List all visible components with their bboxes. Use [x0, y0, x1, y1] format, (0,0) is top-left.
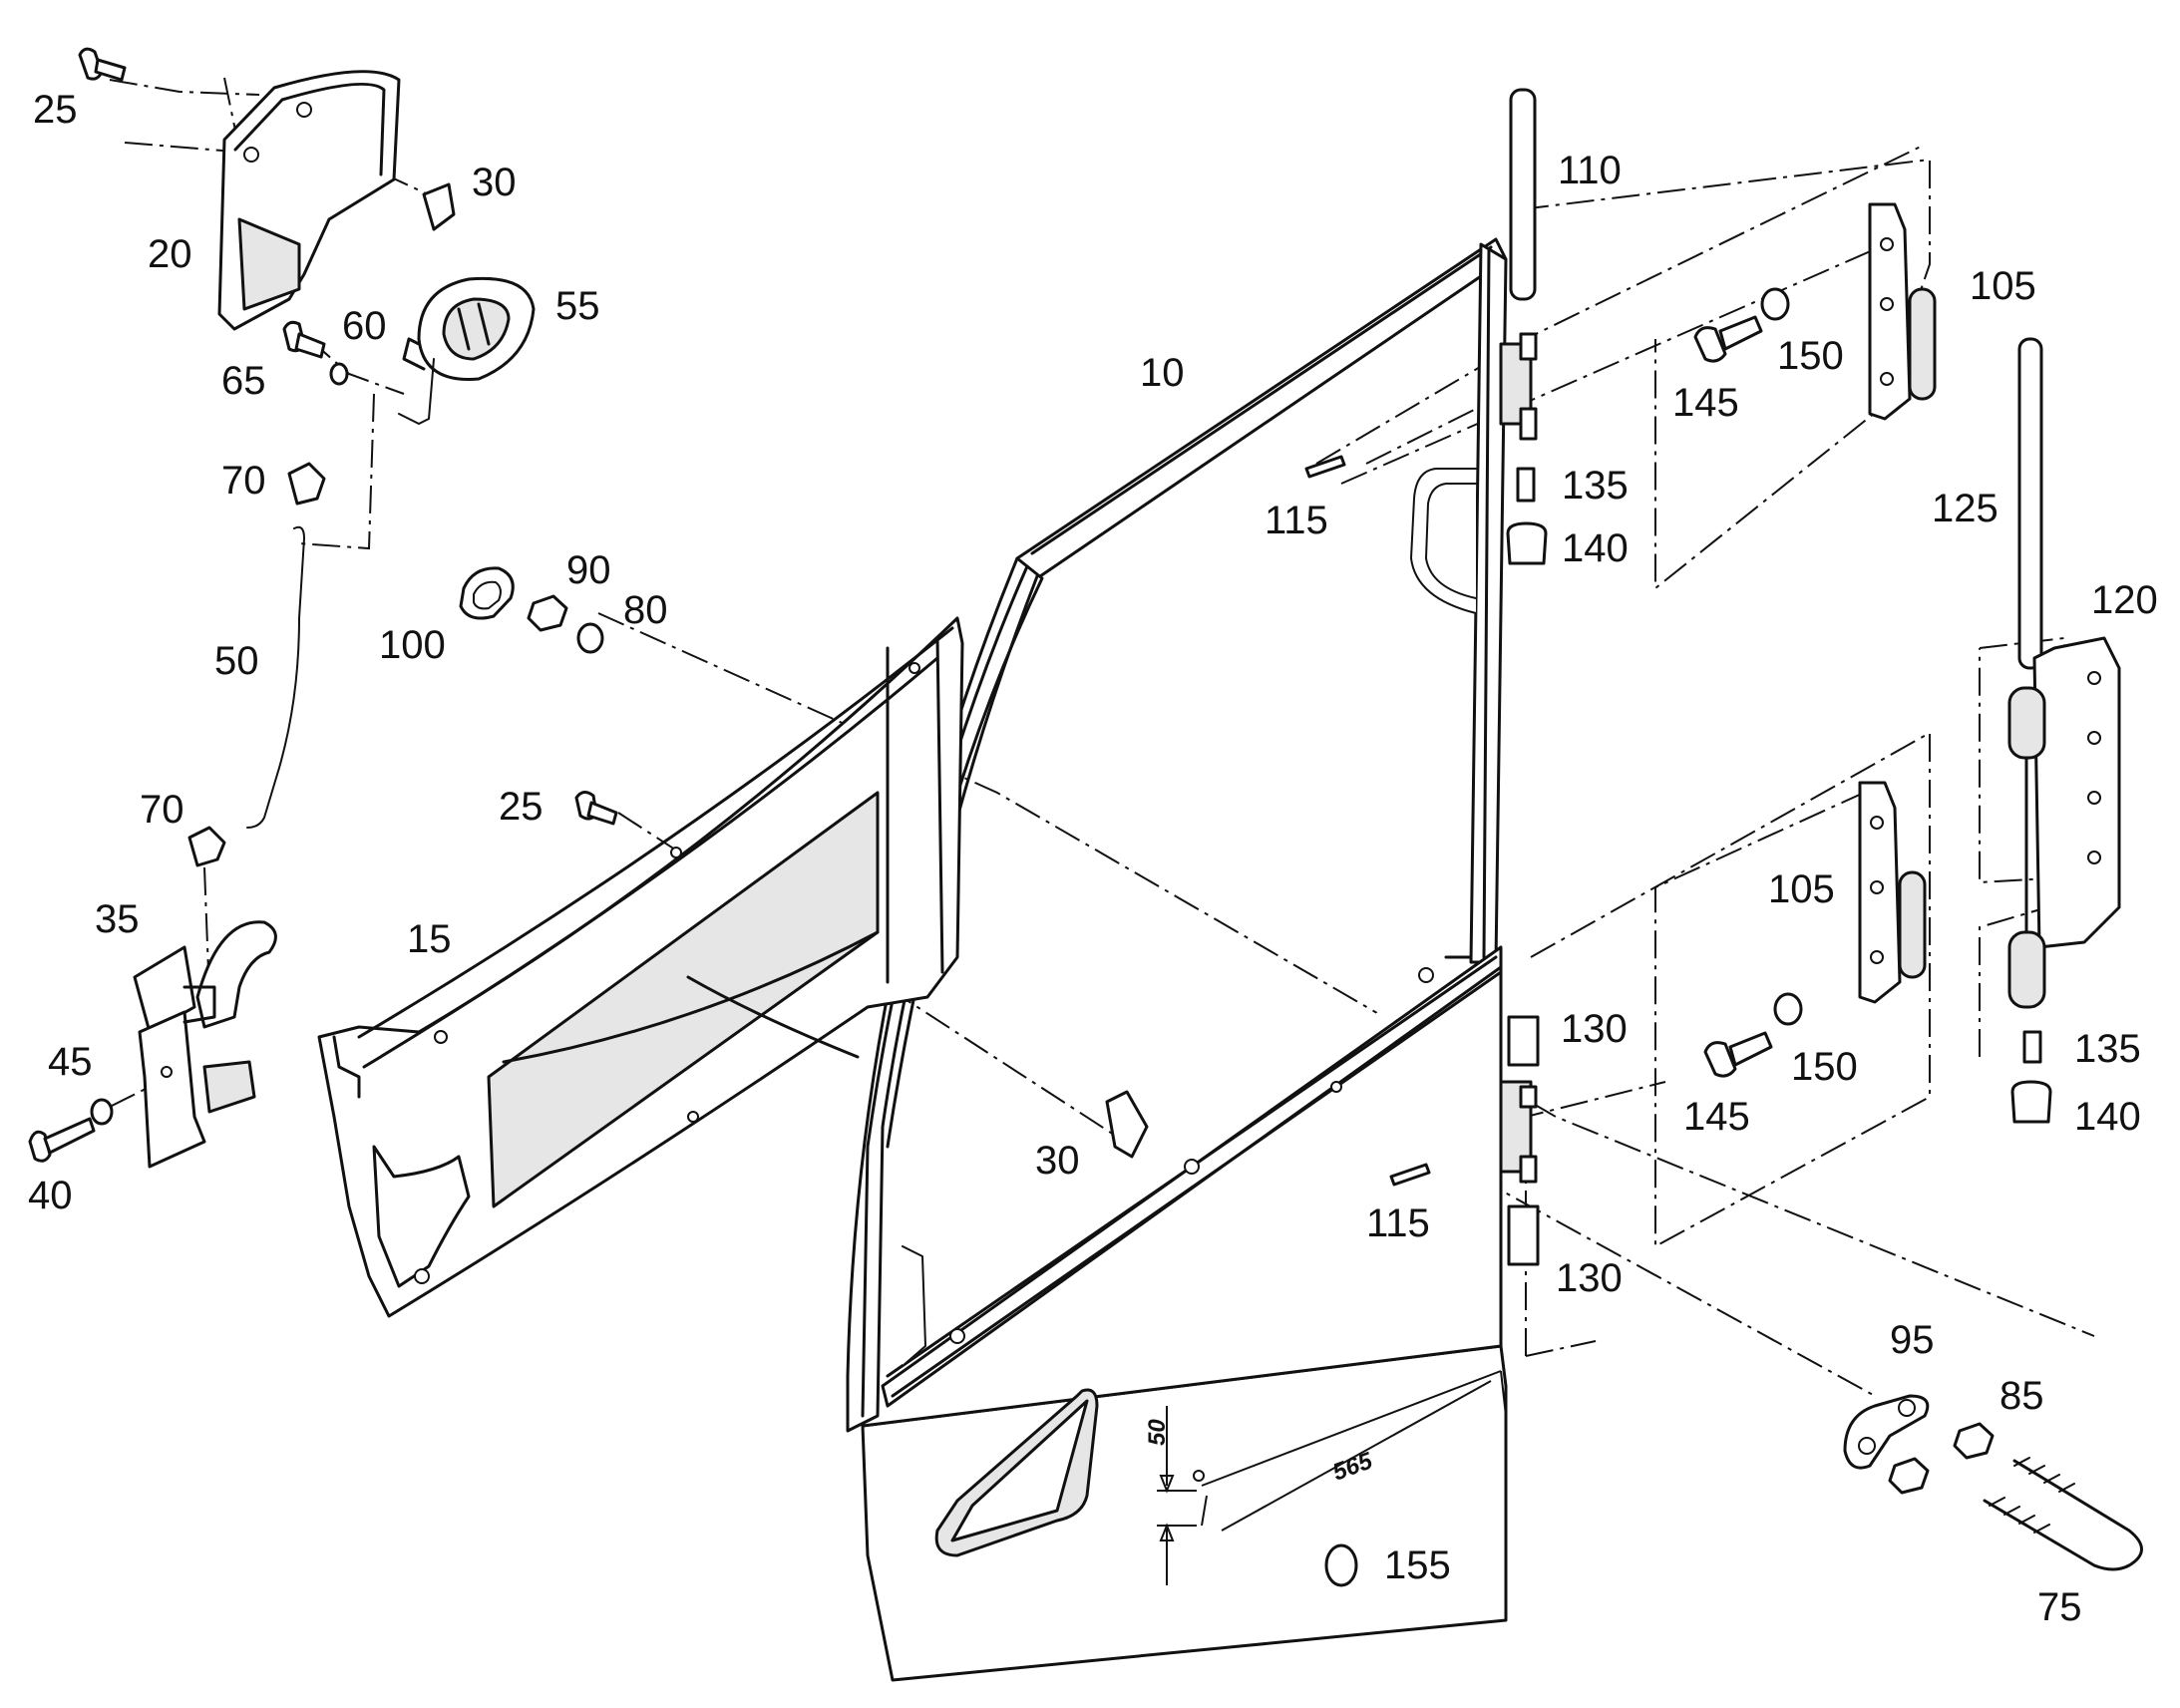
callout-35: 35 [95, 897, 140, 941]
nipple-135b [2022, 1030, 2042, 1064]
callout-10: 10 [1140, 351, 1185, 395]
pin-125 [2017, 337, 2043, 670]
hinge-105a [1868, 202, 1937, 421]
nipple-135a [1516, 467, 1536, 503]
callout-115: 115 [1265, 499, 1328, 542]
callout-90: 90 [566, 548, 611, 592]
callout-45: 45 [48, 1040, 93, 1084]
callout-80: 80 [623, 588, 668, 632]
callout-85: 85 [1999, 1374, 2044, 1418]
callout-150: 150 [1791, 1045, 1858, 1089]
callout-155: 155 [1384, 1543, 1451, 1587]
bush-130b [1507, 1204, 1540, 1266]
callout-20: 20 [148, 232, 192, 276]
dim-height-label: 50 [1144, 1419, 1171, 1446]
callout-25: 25 [33, 88, 78, 132]
hinge-120 [2007, 636, 2121, 1009]
handle-55 [398, 276, 536, 425]
rod-50 [246, 525, 305, 829]
callout-75: 75 [2037, 1585, 2082, 1629]
callout-65: 65 [221, 359, 266, 403]
callout-150: 150 [1777, 334, 1844, 378]
bolt-25b [574, 791, 618, 826]
bolt-65 [282, 320, 326, 359]
callout-100: 100 [379, 623, 446, 667]
bolt-145b [1703, 1031, 1773, 1078]
washer-60 [329, 362, 349, 386]
bush-130a [1507, 1015, 1540, 1067]
pin-110 [1509, 88, 1537, 301]
ubolt-75 [1983, 1459, 2143, 1571]
seal-100 [459, 566, 515, 620]
callout-140: 140 [1562, 526, 1629, 570]
callout-105: 105 [1768, 867, 1835, 911]
cover-20 [217, 70, 401, 331]
callout-125: 125 [1932, 487, 1998, 530]
cap-140a [1506, 521, 1548, 565]
bolt-25a [78, 47, 127, 82]
pin-115a [1304, 455, 1346, 479]
plug-155 [1324, 1543, 1358, 1587]
callout-labels: 25 30 20 60 55 65 70 50 70 35 45 40 90 8… [28, 88, 2158, 1629]
inner-panel-15 [317, 616, 964, 1318]
callout-120: 120 [2091, 578, 2158, 622]
latch-35 [133, 920, 277, 1169]
washer-150a [1760, 287, 1790, 321]
washer-45 [90, 1098, 114, 1126]
nut-85b [1888, 1457, 1930, 1495]
callout-135: 135 [1562, 464, 1629, 508]
callout-50: 50 [214, 639, 259, 683]
washer-150b [1773, 992, 1803, 1026]
callout-145: 145 [1683, 1095, 1750, 1139]
callout-60: 60 [342, 304, 387, 348]
nut-90 [527, 594, 568, 632]
hinge-105b [1858, 781, 1927, 1004]
callout-30: 30 [472, 161, 517, 204]
clip-30a [422, 182, 456, 231]
bolt-40 [28, 1117, 96, 1163]
washer-80 [576, 622, 604, 654]
callout-70: 70 [140, 788, 184, 832]
callout-105: 105 [1970, 264, 2036, 308]
callout-135: 135 [2074, 1027, 2141, 1071]
callout-40: 40 [28, 1174, 73, 1217]
callout-30: 30 [1035, 1139, 1080, 1183]
callout-140: 140 [2074, 1095, 2141, 1139]
callout-130: 130 [1561, 1007, 1628, 1051]
nut-85a [1953, 1422, 1995, 1460]
callout-25: 25 [499, 785, 544, 829]
callout-55: 55 [555, 284, 600, 328]
clip-70a [287, 462, 326, 506]
callout-145: 145 [1672, 381, 1739, 425]
small-parts [28, 47, 2143, 1587]
callout-130: 130 [1556, 1256, 1623, 1300]
callout-110: 110 [1558, 149, 1622, 192]
bolt-145a [1693, 315, 1763, 363]
callout-115: 115 [1366, 1201, 1430, 1245]
cap-140b [2010, 1080, 2052, 1124]
pin-115b [1389, 1163, 1431, 1187]
callout-70: 70 [221, 459, 266, 503]
clip-70b [187, 826, 226, 867]
door-frame-10 [846, 237, 1538, 1682]
clip-30b [1105, 1090, 1149, 1159]
callout-95: 95 [1890, 1318, 1935, 1362]
callout-15: 15 [407, 917, 452, 961]
